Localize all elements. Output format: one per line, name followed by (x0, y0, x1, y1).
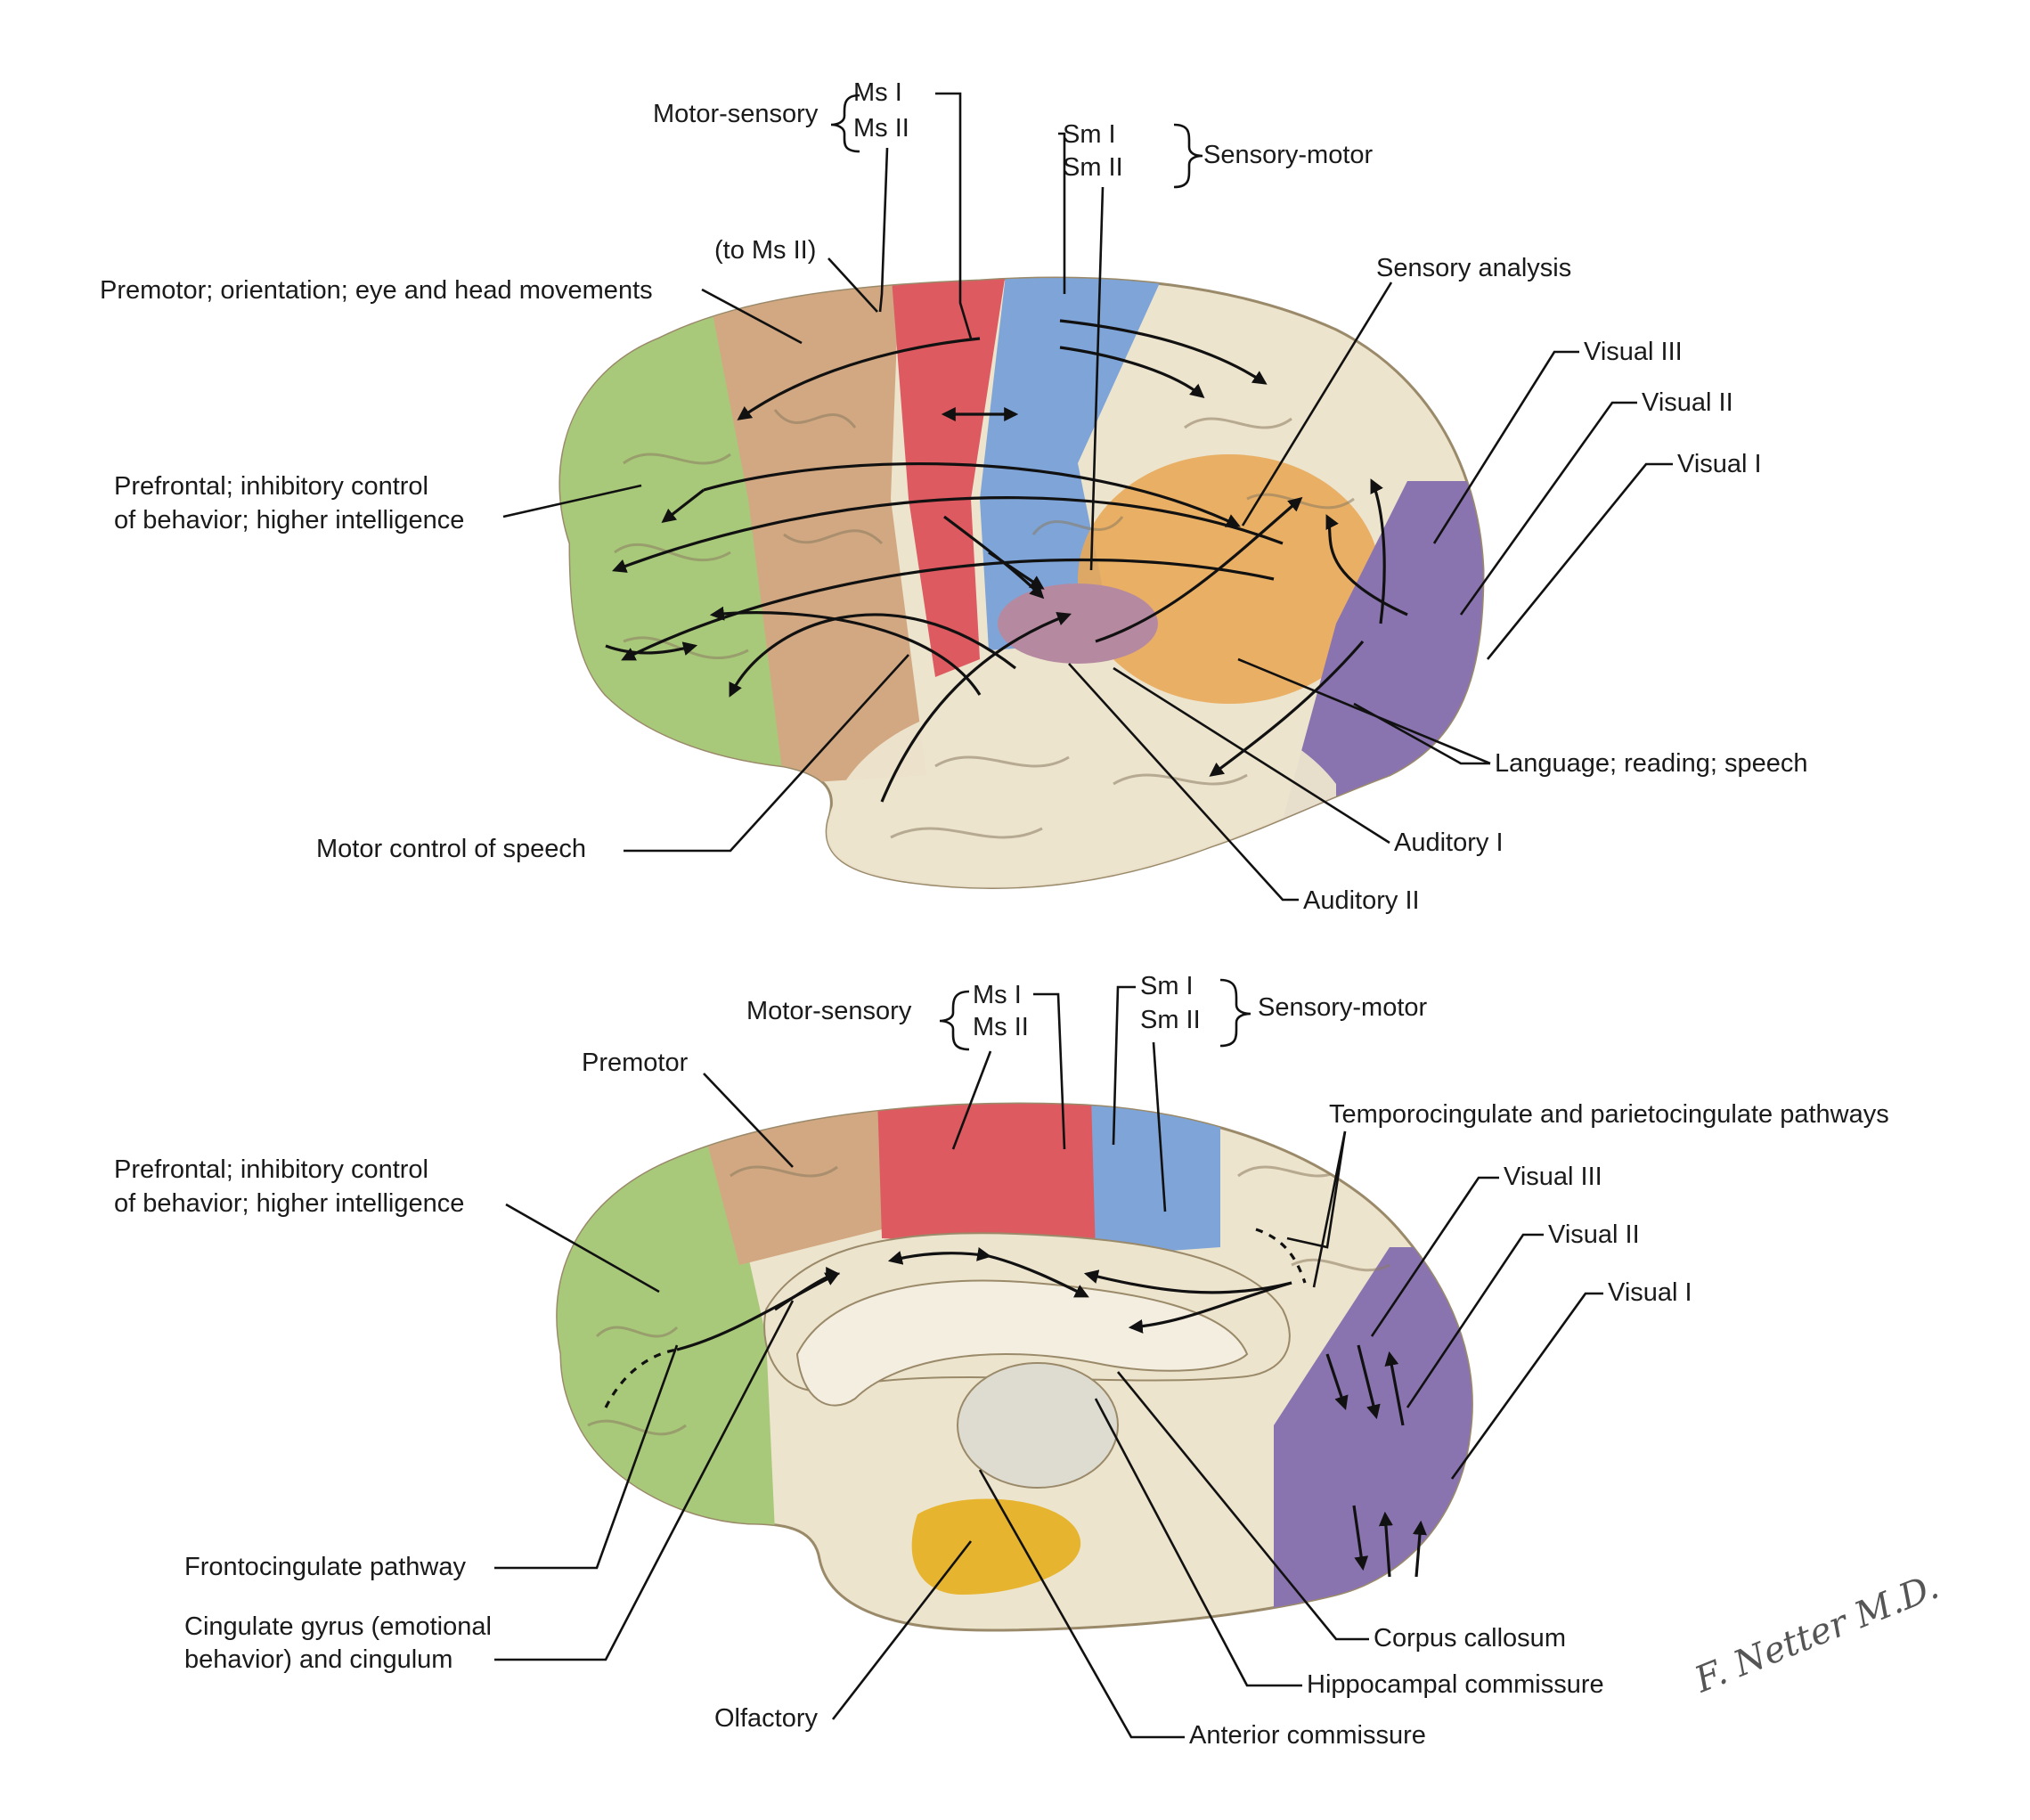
bottom-association-arrows (604, 1228, 1427, 1578)
auditory-region (998, 584, 1158, 664)
bottom-anterior-commissure-label: Anterior commissure (1189, 1721, 1426, 1750)
bottom-hippocampal-label: Hippocampal commissure (1307, 1670, 1604, 1699)
bottom-premotor-label: Premotor (582, 1049, 689, 1077)
top-prefrontal-label-1: Prefrontal; inhibitory control (114, 472, 428, 501)
bottom-cingulate-label-2: behavior) and cingulum (184, 1645, 452, 1674)
bottom-prefrontal-label-1: Prefrontal; inhibitory control (114, 1155, 428, 1184)
top-labels: Motor-sensory Ms I Ms II Sm I Sm II Sens… (100, 78, 1808, 915)
top-motor-sensory-label: Motor-sensory (653, 100, 819, 128)
top-sm1-label: Sm I (1063, 120, 1116, 149)
motor-region (891, 278, 1007, 677)
bottom-ms1-label: Ms I (973, 981, 1022, 1009)
artist-signature: F. Netter M.D. (1689, 1566, 1944, 1702)
top-sm2-label: Sm II (1063, 153, 1123, 182)
bottom-prefrontal-label-2: of behavior; higher intelligence (114, 1189, 464, 1218)
top-ms2-label: Ms II (853, 114, 909, 143)
bottom-visual3-label: Visual III (1504, 1163, 1602, 1191)
medial-brain: Motor-sensory Ms I Ms II Sm I Sm II Sens… (114, 972, 1889, 1750)
bottom-temporocingulate-label: Temporocingulate and parietocingulate pa… (1329, 1100, 1889, 1129)
top-association-arrows (605, 319, 1408, 803)
bottom-frontocingulate-label: Frontocingulate pathway (184, 1553, 466, 1581)
bottom-leader-lines (494, 978, 1603, 1739)
top-visual1-label: Visual I (1677, 450, 1762, 478)
bottom-visual1-label: Visual I (1608, 1278, 1692, 1307)
bottom-ms2-label: Ms II (973, 1013, 1029, 1041)
medial-premotor-region (695, 1104, 882, 1265)
language-region (1078, 454, 1381, 704)
top-ms1-label: Ms I (853, 78, 902, 107)
top-visual3-label: Visual III (1584, 338, 1683, 366)
bottom-sm1-label: Sm I (1140, 972, 1194, 1000)
medial-motor-region (877, 1104, 1096, 1247)
medial-sensory-region (1091, 1104, 1220, 1256)
bottom-labels: Motor-sensory Ms I Ms II Sm I Sm II Sens… (114, 972, 1889, 1750)
top-auditory1-label: Auditory I (1394, 828, 1504, 857)
top-visual2-label: Visual II (1642, 388, 1733, 417)
top-sensory-analysis-label: Sensory analysis (1376, 254, 1571, 282)
olfactory-region (911, 1498, 1081, 1595)
sensory-region (980, 278, 1167, 650)
bottom-sensory-motor-label: Sensory-motor (1258, 993, 1428, 1022)
top-leader-lines (502, 92, 1673, 902)
top-prefrontal-label-2: of behavior; higher intelligence (114, 506, 464, 535)
top-motor-speech-label: Motor control of speech (316, 835, 586, 863)
temporal-lobe (802, 693, 1336, 888)
bottom-corpus-callosum-label: Corpus callosum (1374, 1624, 1566, 1653)
top-auditory2-label: Auditory II (1303, 886, 1420, 915)
bottom-olfactory-label: Olfactory (714, 1704, 819, 1733)
premotor-region (704, 278, 926, 784)
top-premotor-label: Premotor; orientation; eye and head move… (100, 276, 653, 305)
bottom-visual2-label: Visual II (1548, 1220, 1640, 1249)
top-sensory-motor-label: Sensory-motor (1203, 141, 1374, 169)
bottom-cingulate-label-1: Cingulate gyrus (emotional (184, 1612, 492, 1641)
lateral-brain: Motor-sensory Ms I Ms II Sm I Sm II Sens… (100, 78, 1808, 915)
top-to-ms2-label: (to Ms II) (714, 236, 816, 265)
corpus-callosum-shape (795, 1279, 1249, 1407)
bottom-sm2-label: Sm II (1140, 1006, 1201, 1034)
top-language-label: Language; reading; speech (1495, 749, 1808, 778)
thalamus (957, 1362, 1119, 1489)
signature-text: F. Netter M.D. (1689, 1566, 1944, 1702)
bottom-motor-sensory-label: Motor-sensory (746, 997, 912, 1025)
